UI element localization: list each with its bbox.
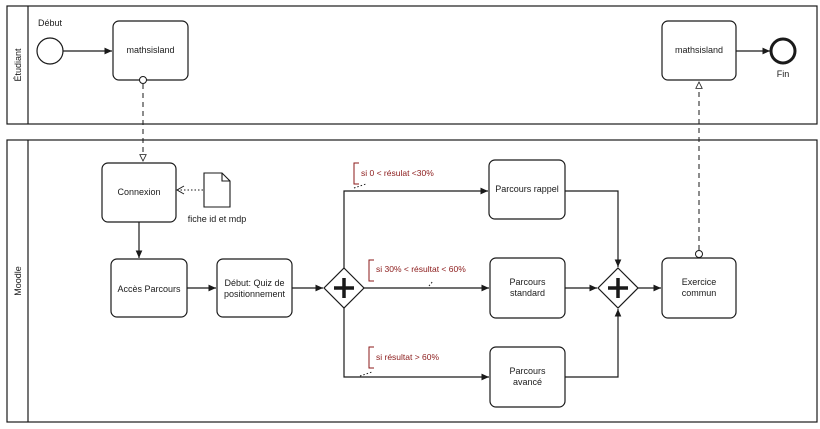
task-parcours-rappel[interactable]: Parcours rappel: [488, 159, 566, 220]
task-avance-label-line1: Parcours: [509, 366, 546, 376]
task-quiz-positionnement[interactable]: Début: Quiz de positionnement: [216, 258, 293, 318]
gateway-split[interactable]: [323, 267, 365, 309]
task-parcours-avance[interactable]: Parcours avancé: [489, 346, 566, 408]
task-connexion-label: Connexion: [117, 187, 160, 197]
condition-low-label: si 0 < résulat <30%: [361, 168, 434, 178]
flow-gateway-rappel: [343, 187, 488, 268]
association-arrowhead: [175, 185, 185, 195]
lane-title-moodle: Moodle: [13, 266, 23, 296]
task-connexion[interactable]: Connexion: [101, 162, 177, 223]
task-exercice-commun[interactable]: Exercice commun: [661, 257, 737, 319]
task-acces-parcours[interactable]: Accès Parcours: [110, 258, 188, 318]
condition-mid-label: si 30% < résultat < 60%: [376, 264, 466, 274]
task-avance-label-line2: avancé: [513, 377, 542, 387]
flow-rappel-join: [565, 190, 622, 267]
task-standard-label-line2: standard: [510, 288, 545, 298]
task-quiz-label-line2: positionnement: [224, 289, 286, 299]
start-event-label: Début: [38, 18, 63, 28]
task-mathsisland-end[interactable]: mathsisland: [661, 20, 737, 81]
lane-title-etudiant: Étudiant: [13, 48, 23, 82]
task-exercice-label-line2: commun: [682, 288, 717, 298]
gateway-join[interactable]: [597, 267, 639, 309]
data-object-fiche[interactable]: [203, 172, 231, 208]
task-quiz-label-line1: Début: Quiz de: [224, 278, 284, 288]
task-mathsisland-start-label: mathsisland: [126, 45, 174, 55]
task-exercice-label-line1: Exercice: [682, 277, 717, 287]
task-mathsisland-end-label: mathsisland: [675, 45, 723, 55]
end-event[interactable]: [769, 37, 797, 65]
task-parcours-rappel-label: Parcours rappel: [495, 184, 559, 194]
end-event-label: Fin: [777, 69, 790, 79]
condition-high: si résultat > 60%: [359, 346, 440, 377]
task-parcours-standard[interactable]: Parcours standard: [489, 257, 566, 319]
condition-high-label: si résultat > 60%: [376, 352, 440, 362]
flow-avance-join: [565, 309, 622, 378]
message-flow-mathsisland-connexion: [139, 76, 147, 162]
condition-mid: si 30% < résultat < 60%: [368, 259, 466, 287]
start-event[interactable]: [36, 37, 64, 65]
task-standard-label-line1: Parcours: [509, 277, 546, 287]
task-acces-parcours-label: Accès Parcours: [117, 284, 181, 294]
message-flow-exercice-mathsisland: [695, 82, 703, 258]
data-object-label: fiche id et mdp: [188, 214, 247, 224]
condition-low: si 0 < résulat <30%: [353, 162, 434, 189]
task-mathsisland-start[interactable]: mathsisland: [112, 20, 189, 81]
flow-gateway-avance: [343, 308, 489, 381]
